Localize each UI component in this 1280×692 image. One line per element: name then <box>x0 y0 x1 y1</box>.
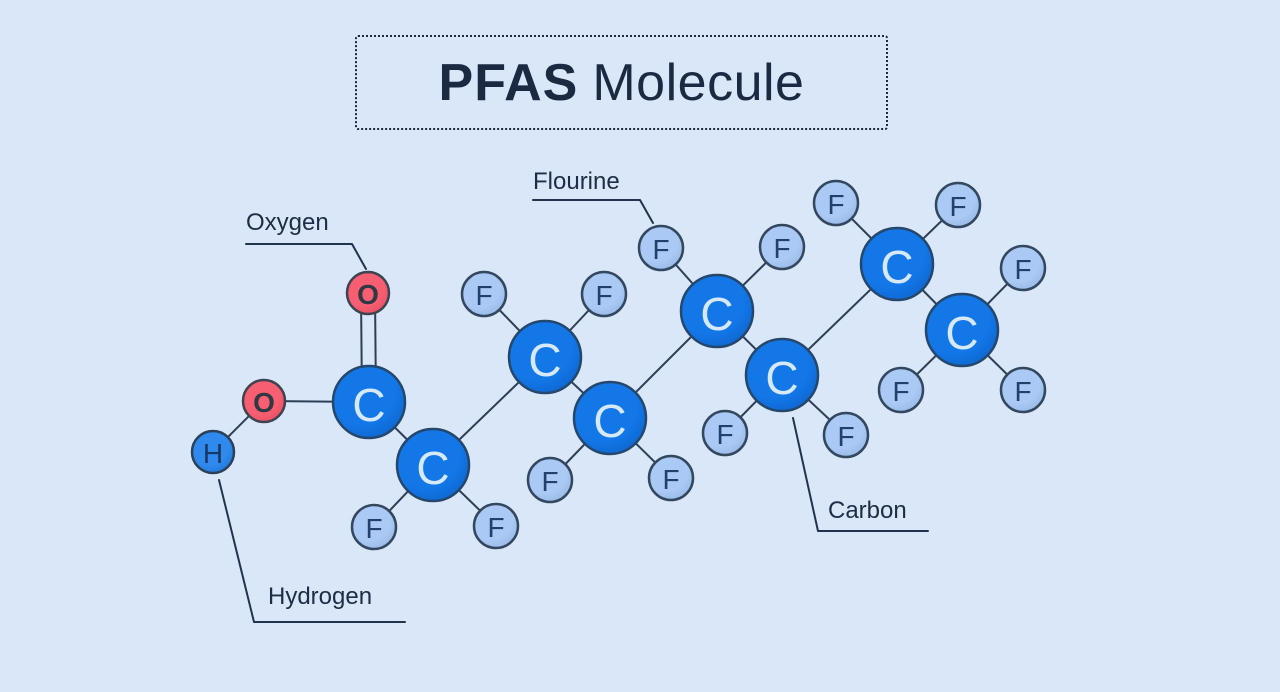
carbon-atom-symbol: C <box>880 241 913 293</box>
oxygen-atom-symbol: O <box>253 387 275 418</box>
title-regular-text: Molecule <box>592 53 805 112</box>
fluorine-atom-circle <box>701 409 749 457</box>
carbon-atom-symbol: C <box>945 307 978 359</box>
atom-F10: F <box>822 411 870 459</box>
label-hydrogen: Hydrogen <box>268 583 372 610</box>
fluorine-atom-symbol: F <box>837 421 854 452</box>
atom-F8: F <box>758 223 806 271</box>
carbon-atom-symbol: C <box>352 379 385 431</box>
atom-F4: F <box>472 502 520 550</box>
fluorine-atom-circle <box>460 270 508 318</box>
callout-lines-layer <box>218 199 929 623</box>
fluorine-atom-circle <box>350 503 398 551</box>
label-oxygen: Oxygen <box>246 209 329 236</box>
carbon-atom-symbol: C <box>700 288 733 340</box>
oxygen-atom-symbol: O <box>357 279 379 310</box>
callout-line-flourine <box>532 199 654 224</box>
fluorine-atom-symbol: F <box>827 189 844 220</box>
carbon-atom-circle <box>859 226 935 302</box>
atom-F3: F <box>350 503 398 551</box>
title-box: PFAS Molecule <box>355 35 888 130</box>
fluorine-atom-symbol: F <box>716 419 733 450</box>
fluorine-atom-circle <box>580 270 628 318</box>
atom-C8: C <box>924 292 1000 368</box>
carbon-atom-circle <box>679 273 755 349</box>
atom-C2: C <box>395 427 471 503</box>
carbon-atom-circle <box>924 292 1000 368</box>
atom-F5: F <box>526 456 574 504</box>
atom-F7: F <box>637 224 685 272</box>
atom-F14: F <box>999 366 1047 414</box>
carbon-atom-circle <box>331 364 407 440</box>
fluorine-atom-circle <box>822 411 870 459</box>
atom-C5: C <box>679 273 755 349</box>
atom-C7: C <box>859 226 935 302</box>
fluorine-atom-symbol: F <box>773 233 790 264</box>
atom-O2: O <box>241 378 287 424</box>
fluorine-atom-symbol: F <box>541 466 558 497</box>
atom-F2: F <box>580 270 628 318</box>
fluorine-atom-symbol: F <box>365 513 382 544</box>
label-carbon: Carbon <box>828 497 907 524</box>
hydrogen-atom-circle <box>190 429 236 475</box>
fluorine-atom-circle <box>647 454 695 502</box>
fluorine-atom-circle <box>877 366 925 414</box>
fluorine-atom-circle <box>526 456 574 504</box>
callout-line-oxygen <box>245 243 367 270</box>
carbon-atom-circle <box>744 337 820 413</box>
fluorine-atom-circle <box>812 179 860 227</box>
callout-line-hydrogen <box>218 479 406 623</box>
fluorine-atom-circle <box>999 244 1047 292</box>
oxygen-atom-circle <box>345 270 391 316</box>
fluorine-atom-circle <box>999 366 1047 414</box>
fluorine-atom-symbol: F <box>487 512 504 543</box>
carbon-atom-circle <box>572 380 648 456</box>
carbon-atom-symbol: C <box>765 352 798 404</box>
atom-C1: C <box>331 364 407 440</box>
fluorine-atom-circle <box>472 502 520 550</box>
fluorine-atom-symbol: F <box>892 376 909 407</box>
hydrogen-atom-symbol: H <box>203 438 223 469</box>
fluorine-atom-symbol: F <box>1014 254 1031 285</box>
atom-H1: H <box>190 429 236 475</box>
atom-F6: F <box>647 454 695 502</box>
atom-F1: F <box>460 270 508 318</box>
fluorine-atom-symbol: F <box>595 280 612 311</box>
carbon-atom-symbol: C <box>593 395 626 447</box>
carbon-atom-circle <box>507 319 583 395</box>
atom-C4: C <box>572 380 648 456</box>
atom-F15: F <box>877 366 925 414</box>
fluorine-atom-symbol: F <box>662 464 679 495</box>
carbon-atom-symbol: C <box>416 442 449 494</box>
fluorine-atom-symbol: F <box>475 280 492 311</box>
oxygen-atom-circle <box>241 378 287 424</box>
fluorine-atom-symbol: F <box>1014 376 1031 407</box>
fluorine-atom-circle <box>637 224 685 272</box>
atom-F13: F <box>999 244 1047 292</box>
fluorine-atom-symbol: F <box>949 191 966 222</box>
carbon-atom-circle <box>395 427 471 503</box>
title-bold-text: PFAS <box>438 53 579 112</box>
fluorine-atom-circle <box>758 223 806 271</box>
atom-F12: F <box>934 181 982 229</box>
label-flourine: Flourine <box>533 168 620 195</box>
atom-C3: C <box>507 319 583 395</box>
atom-F9: F <box>701 409 749 457</box>
fluorine-atom-symbol: F <box>652 234 669 265</box>
callout-line-carbon <box>792 417 929 532</box>
atom-C6: C <box>744 337 820 413</box>
atom-F11: F <box>812 179 860 227</box>
fluorine-atom-circle <box>934 181 982 229</box>
carbon-atom-symbol: C <box>528 334 561 386</box>
atom-O1: O <box>345 270 391 316</box>
